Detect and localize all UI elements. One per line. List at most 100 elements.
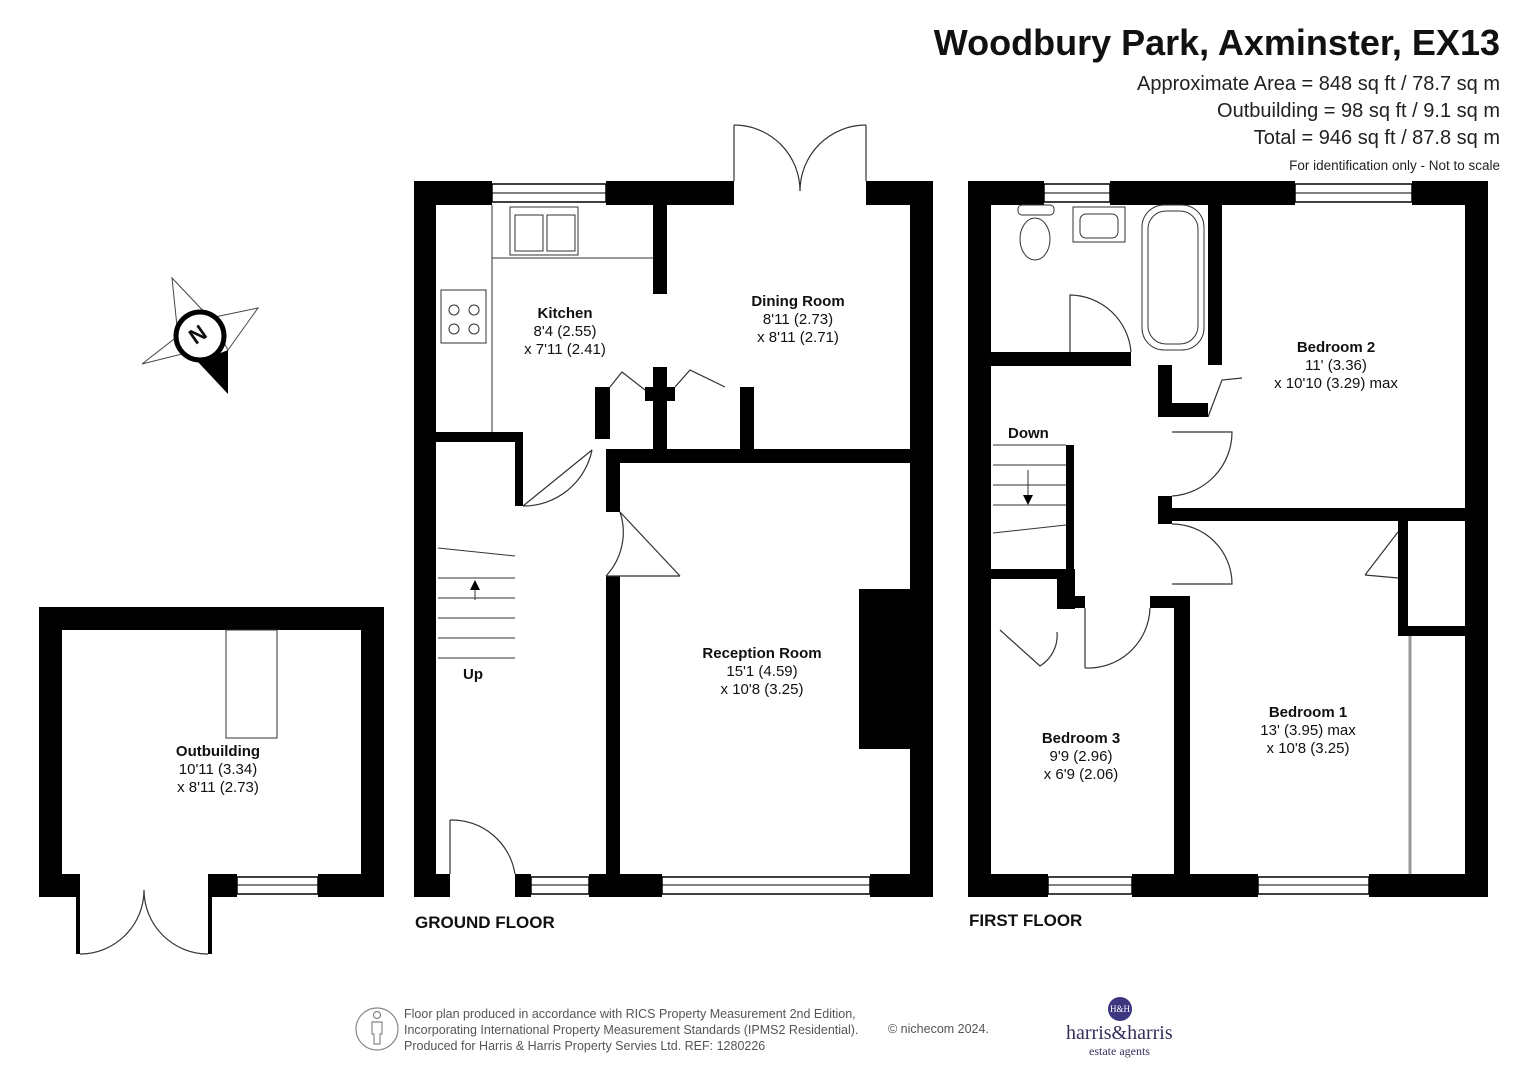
ff-wall-south-1 — [968, 874, 1048, 897]
room-bedroom3: Bedroom 3 9'9 (2.96) x 6'9 (2.06) — [1042, 730, 1120, 784]
room-dim: 9'9 (2.96) — [1049, 748, 1113, 765]
ob-door-jamb-right — [208, 874, 212, 954]
bedroom3-jamb-cap — [1075, 596, 1085, 608]
ff-wall-south-3 — [1369, 874, 1488, 897]
outbuilding-area: Outbuilding = 98 sq ft / 9.1 sq m — [1217, 100, 1500, 122]
bathroom-east-wall — [1208, 205, 1222, 365]
cupboard-wall-2 — [653, 367, 667, 449]
gf-wall-south-1 — [414, 874, 450, 897]
gf-wall-south-4 — [870, 874, 933, 897]
gf-wall-west — [414, 181, 436, 897]
room-kitchen: Kitchen 8'4 (2.55) x 7'11 (2.41) — [524, 305, 606, 359]
approx-area: Approximate Area = 848 sq ft / 78.7 sq m — [1137, 73, 1500, 95]
hall-east-wall-upper — [606, 449, 620, 512]
bathtub — [1141, 204, 1205, 351]
kitchen-hob — [440, 289, 487, 344]
brand-logo: harris&harris — [1066, 1022, 1173, 1044]
scale-disclaimer: For identification only - Not to scale — [1289, 158, 1500, 173]
room-dim: x 8'11 (2.71) — [757, 329, 839, 346]
room-dining: Dining Room 8'11 (2.73) x 8'11 (2.71) — [751, 293, 844, 347]
ground-floor-label: GROUND FLOOR — [415, 913, 555, 932]
ff-wall-south-2 — [1132, 874, 1258, 897]
bedroom-divider-wall — [1174, 596, 1190, 874]
stairs-up-label: Up — [463, 666, 483, 683]
room-name: Dining Room — [751, 293, 845, 310]
wardrobe-upper-wall — [1398, 521, 1408, 636]
hall-east-wall-lower — [606, 576, 620, 874]
cupboard-wall-3 — [645, 387, 675, 401]
compass-icon — [141, 276, 260, 394]
room-name: Bedroom 1 — [1268, 704, 1348, 721]
room-dim: x 10'8 (3.25) — [720, 681, 804, 698]
room-dim: x 7'11 (2.41) — [524, 341, 606, 358]
cupboard-wall-1 — [595, 387, 610, 439]
room-name: Bedroom 2 — [1296, 339, 1376, 356]
footer-line: Floor plan produced in accordance with R… — [404, 1007, 856, 1021]
room-outbuilding: Outbuilding 10'11 (3.34) x 8'11 (2.73) — [176, 743, 260, 797]
copyright-text: © nichecom 2024. — [888, 1022, 989, 1036]
ob-wall-south-3 — [318, 874, 384, 897]
room-dim: x 10'10 (3.29) max — [1274, 375, 1398, 392]
ff-wall-north-1 — [968, 181, 1044, 205]
total-area: Total = 946 sq ft / 87.8 sq m — [1253, 127, 1500, 149]
property-title: Woodbury Park, Axminster, EX13 — [933, 22, 1500, 63]
room-dim: 8'4 (2.55) — [533, 323, 597, 340]
room-bedroom1: Bedroom 1 13' (3.95) max x 10'8 (3.25) — [1260, 704, 1355, 758]
ff-wall-west — [968, 181, 991, 897]
kitchen-dining-wall — [653, 205, 667, 294]
first-floor-label: FIRST FLOOR — [969, 911, 1083, 930]
reception-north-wall — [606, 449, 910, 463]
ob-wall-north — [39, 607, 384, 630]
room-name: Bedroom 3 — [1041, 730, 1121, 747]
bathroom-south-wall — [991, 352, 1131, 366]
bedroom3-door-jamb — [1057, 569, 1075, 609]
cupboard-wall-4 — [740, 387, 754, 449]
ff-wall-north-3 — [1412, 181, 1488, 205]
room-dim: 11' (3.36) — [1305, 357, 1367, 374]
gf-wall-south-2 — [515, 874, 531, 897]
gf-wall-north-1 — [414, 181, 492, 205]
gf-wall-north-2 — [606, 181, 734, 205]
room-dim: x 8'11 (2.73) — [177, 779, 259, 796]
room-name: Kitchen — [537, 305, 593, 322]
chimney-breast — [859, 589, 910, 749]
bathroom-basin — [1072, 206, 1126, 243]
bedroom2-south-wall — [1158, 508, 1465, 521]
wardrobe-top-wall — [1398, 626, 1465, 636]
room-dim: 15'1 (4.59) — [726, 663, 798, 680]
stair-rail-wall — [1066, 445, 1074, 569]
stairs-down-label: Down — [1008, 425, 1049, 442]
bedroom3-north-wall — [991, 569, 1057, 579]
room-dim: x 6'9 (2.06) — [1043, 766, 1119, 783]
room-dim: x 10'8 (3.25) — [1266, 740, 1350, 757]
stair-side-wall — [515, 440, 523, 506]
gf-wall-east — [910, 181, 933, 897]
room-dim: 13' (3.95) max — [1260, 722, 1356, 739]
brand-badge-icon: H&H — [1108, 997, 1132, 1021]
gf-wall-south-3 — [589, 874, 662, 897]
toilet — [1019, 217, 1051, 261]
ff-wall-east — [1465, 181, 1488, 897]
ob-wall-east — [361, 607, 384, 897]
ob-door-jamb-left — [76, 874, 80, 954]
footer-line: Incorporating International Property Mea… — [404, 1023, 859, 1037]
stair-top-wall — [436, 432, 523, 442]
gf-wall-north-3 — [866, 181, 933, 205]
ob-wall-west — [39, 607, 62, 897]
footer-disclaimer: Floor plan produced in accordance with R… — [404, 1006, 858, 1054]
bedroom1-jamb-cap — [1150, 596, 1174, 608]
footer-line: Produced for Harris & Harris Property Se… — [404, 1039, 766, 1053]
outbuilding-bench — [225, 629, 278, 739]
room-dim: 8'11 (2.73) — [762, 311, 834, 328]
kitchen-sink — [509, 206, 579, 256]
room-reception: Reception Room 15'1 (4.59) x 10'8 (3.25) — [702, 645, 821, 699]
brand-tagline: estate agents — [1089, 1044, 1150, 1058]
ob-wall-south-2 — [209, 874, 237, 897]
room-name: Outbuilding — [175, 743, 261, 760]
ff-wall-north-2 — [1110, 181, 1295, 205]
room-bedroom2: Bedroom 2 11' (3.36) x 10'10 (3.29) max — [1274, 339, 1398, 393]
room-name: Reception Room — [702, 645, 822, 662]
ob-wall-south-1 — [39, 874, 77, 897]
room-dim: 10'11 (3.34) — [178, 761, 258, 778]
